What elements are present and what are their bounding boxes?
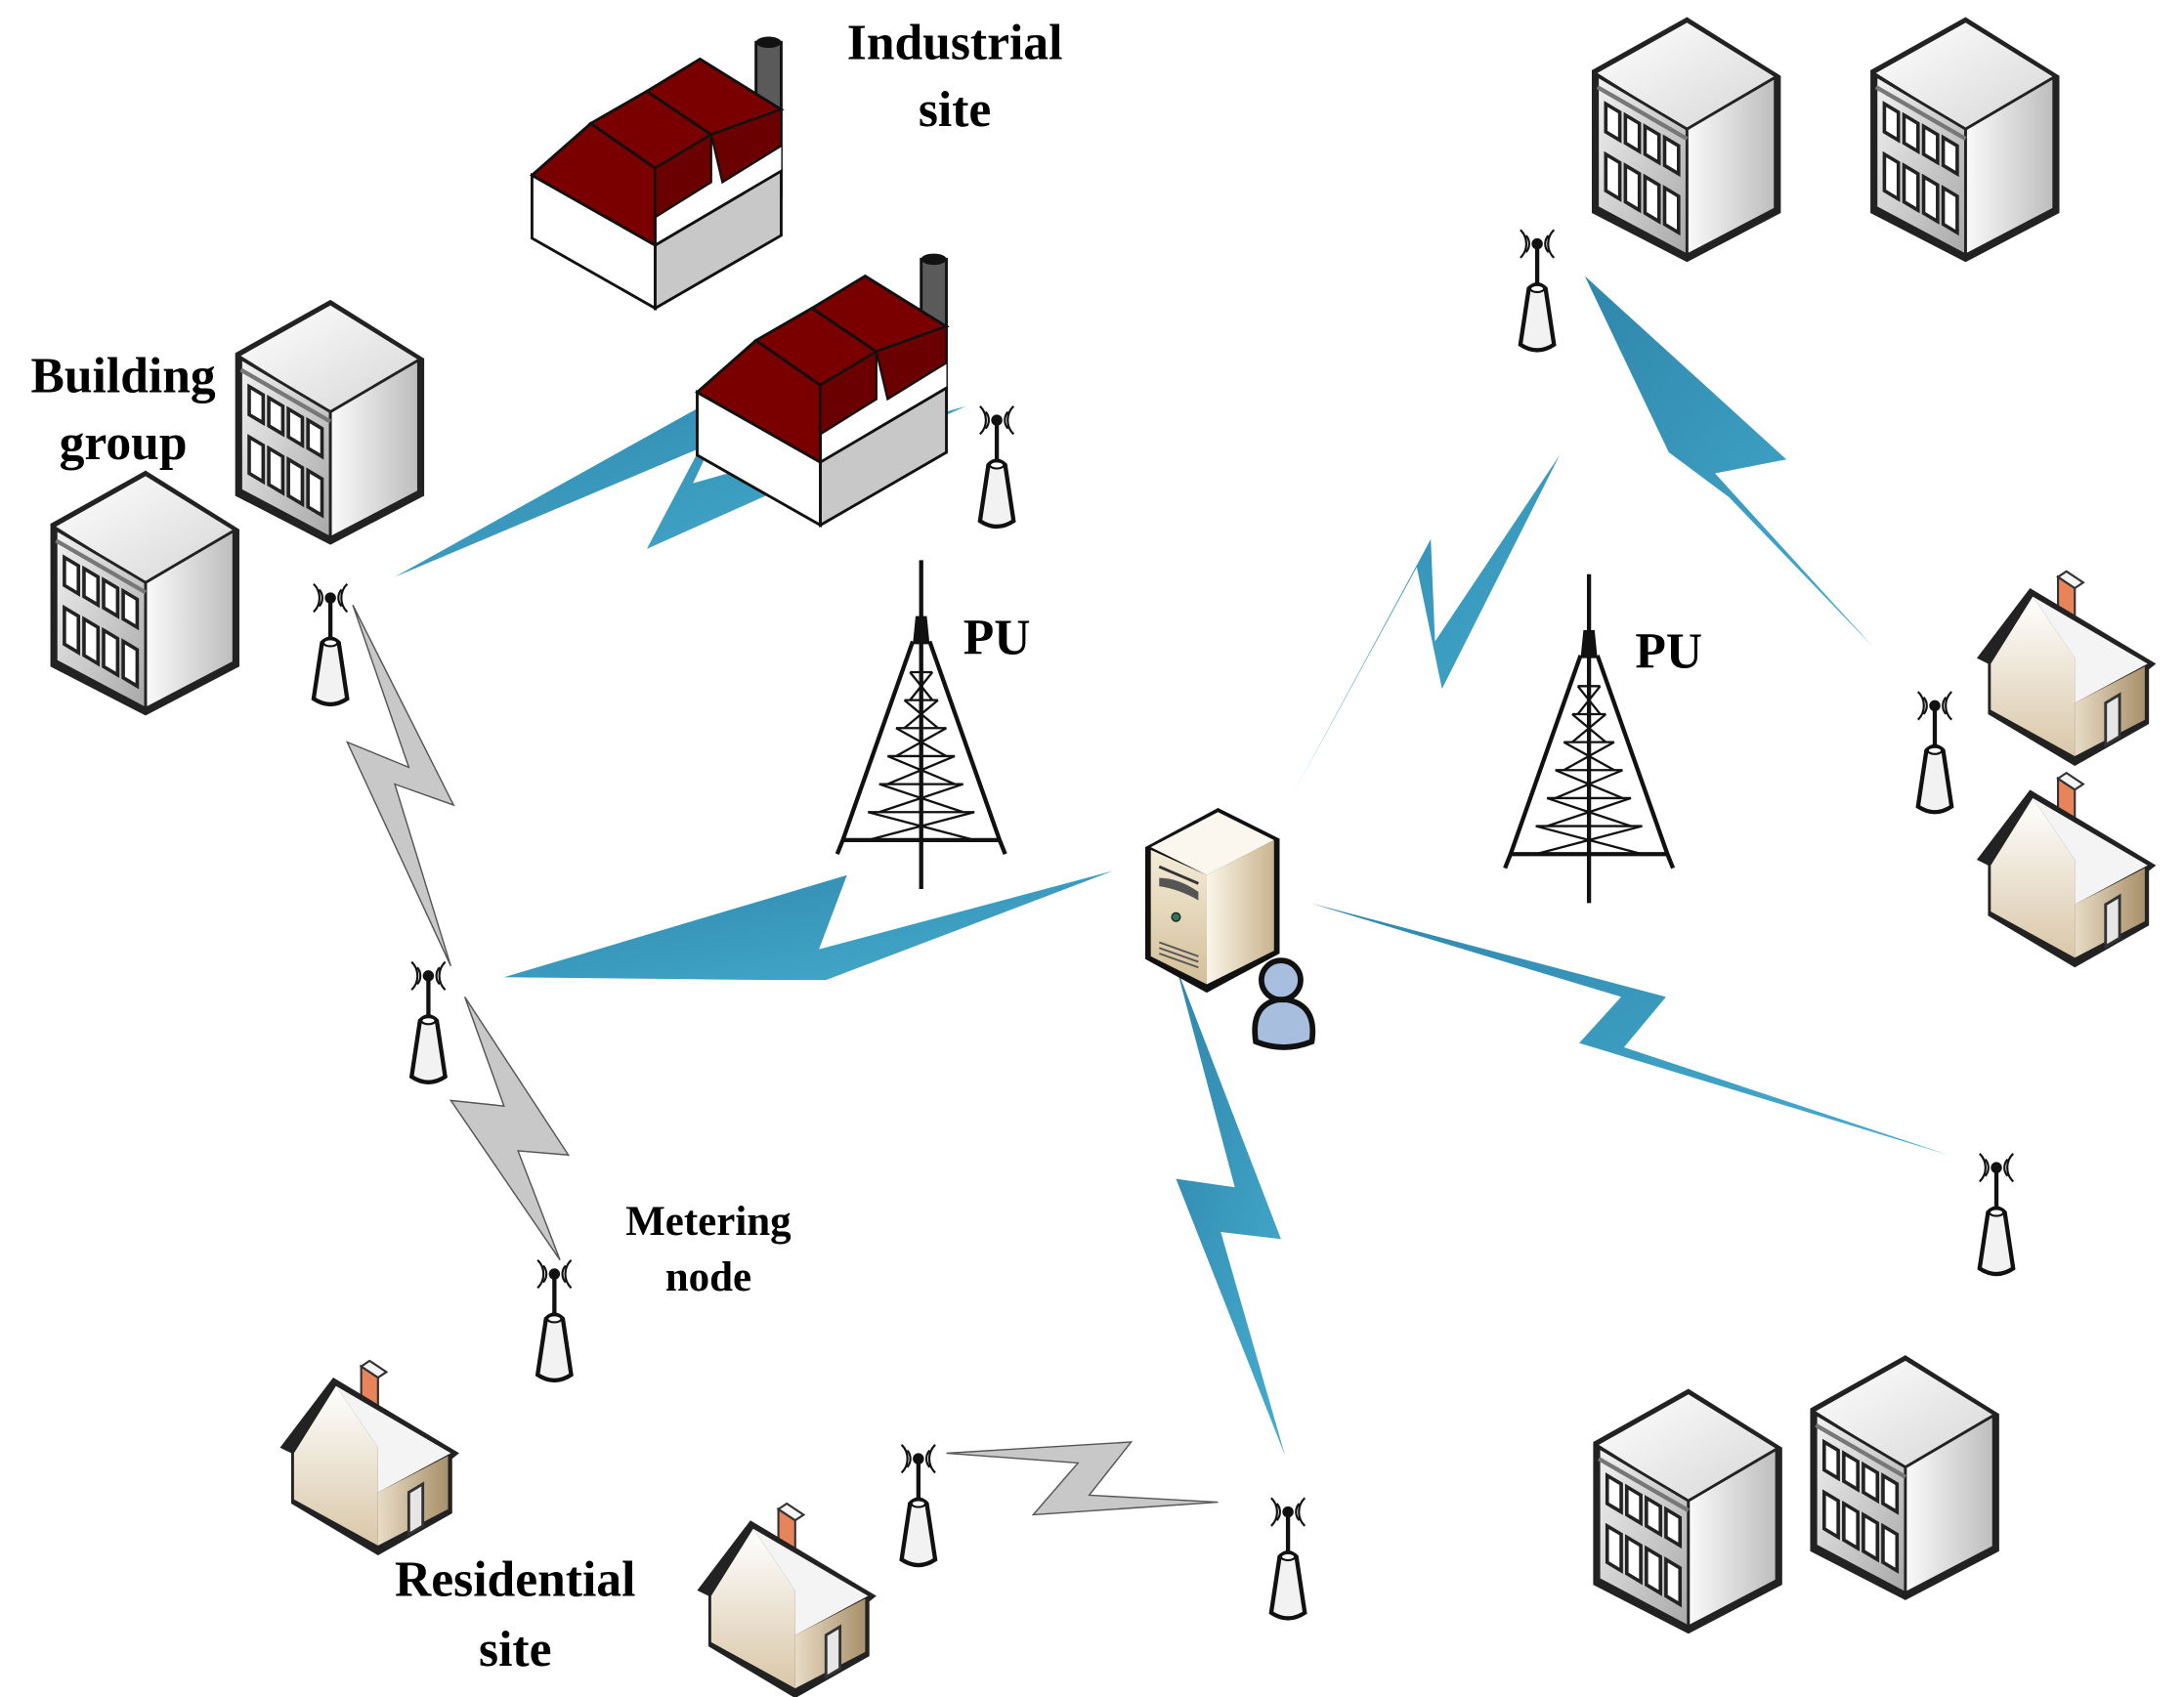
user-icon: [1252, 957, 1316, 1050]
industrial-site-label: Industrial: [847, 15, 1063, 70]
metering-node-antenna-icon: [1918, 692, 1951, 812]
residential-site: Residential site: [278, 1359, 878, 1697]
metering-node-antenna-icon: [537, 1260, 571, 1380]
wireless-link-residential-pair: [946, 1441, 1219, 1516]
wireless-link-server-office: [1290, 454, 1561, 798]
building-group-label: Building: [30, 348, 215, 403]
industrial-site: Industrial site: [530, 15, 1063, 527]
metering-node-antenna-icon: [902, 1445, 935, 1565]
wireless-link-server-rightmid: [1310, 903, 1949, 1156]
primary-user-left: PU: [837, 560, 1031, 889]
office-building-icon: [1810, 1355, 1998, 1600]
metering-node-antenna-icon: [1520, 230, 1554, 350]
office-building-icon: [1593, 1389, 1781, 1634]
residential-site-label: Residential: [395, 1552, 635, 1608]
metering-node-antenna-icon: [314, 584, 347, 704]
central-server: [1144, 807, 1316, 1050]
industrial-site-label-line2: site: [919, 82, 991, 138]
office-building-icon: [1870, 17, 2059, 262]
residential-site-label-line2: site: [479, 1622, 551, 1677]
wireless-link-relay-server: [503, 870, 1113, 981]
factory-icon: [530, 35, 783, 310]
office-building-icon: [51, 471, 239, 716]
metering-node-label: Metering: [625, 1199, 792, 1245]
house-icon: [1975, 570, 2158, 768]
house-icon: [696, 1502, 878, 1697]
wireless-link-office-houses: [1584, 276, 1873, 648]
house-icon: [1975, 771, 2158, 969]
house-icon: [278, 1359, 461, 1557]
wireless-link-relay-metering: [449, 996, 571, 1261]
links-layer: [345, 276, 1949, 1516]
wireless-link-building-relay: [345, 604, 455, 967]
metering-node-antenna-icon: [411, 962, 445, 1082]
wireless-link-server-residential: [1176, 965, 1286, 1457]
primary-user-right: PU: [1505, 574, 1702, 904]
building-group-label-line2: group: [60, 415, 188, 471]
building-group: Building group: [30, 300, 424, 716]
office-buildings-bottom-right: [1593, 1355, 1998, 1633]
office-buildings-top-right: [1592, 17, 2060, 262]
metering-nodes: Metering node: [314, 230, 2013, 1618]
office-building-icon: [236, 300, 424, 545]
pu-label: PU: [964, 610, 1031, 665]
houses-right: [1975, 570, 2158, 969]
wireless-link-building-industrial: [395, 385, 966, 577]
metering-node-antenna-icon: [1980, 1154, 2013, 1274]
pu-label: PU: [1635, 624, 1702, 680]
metering-node-antenna-icon: [980, 406, 1013, 527]
metering-node-label-line2: node: [665, 1254, 751, 1300]
office-building-icon: [1592, 17, 1780, 262]
metering-node-antenna-icon: [1271, 1498, 1305, 1618]
server-icon: [1144, 807, 1280, 994]
